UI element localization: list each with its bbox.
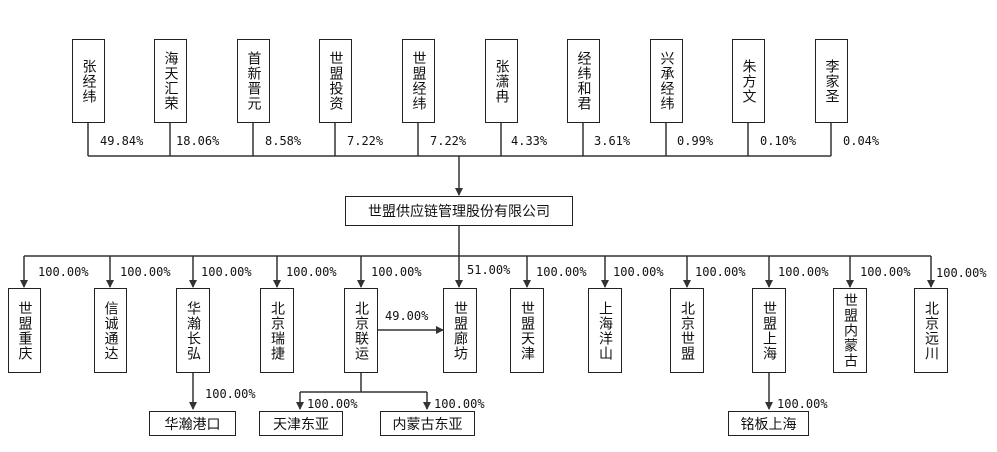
level3-share: 100.00% (777, 397, 828, 411)
shareholder-box: 朱方文 (732, 39, 765, 123)
shareholder-share: 0.10% (760, 134, 797, 148)
shareholder-box: 张经纬 (72, 39, 105, 123)
level3-share: 100.00% (307, 397, 358, 411)
subsidiary-share: 100.00% (695, 265, 746, 279)
level3-box: 天津东亚 (259, 411, 343, 436)
subsidiary-box: 世盟天津 (510, 288, 544, 373)
shareholder-box: 海天汇荣 (154, 39, 187, 123)
shareholder-share: 49.84% (100, 134, 144, 148)
subsidiary-box: 上海洋山 (588, 288, 622, 373)
level3-box: 铭板上海 (728, 411, 809, 436)
shareholder-box: 世盟经纬 (402, 39, 435, 123)
shareholder-box: 张潇冉 (485, 39, 518, 123)
subsidiary-share: 100.00% (860, 265, 911, 279)
shareholder-box: 兴承经纬 (650, 39, 683, 123)
subsidiary-share: 100.00% (778, 265, 829, 279)
shareholder-box: 经纬和君 (567, 39, 600, 123)
subsidiary-box: 北京世盟 (670, 288, 704, 373)
subsidiary-share: 100.00% (286, 265, 337, 279)
subsidiary-box: 华瀚长弘 (176, 288, 210, 373)
shareholder-share: 8.58% (265, 134, 302, 148)
company-box: 世盟供应链管理股份有限公司 (345, 196, 573, 226)
subsidiary-share: 51.00% (467, 263, 511, 277)
subsidiary-box: 世盟上海 (752, 288, 786, 373)
shareholder-share: 18.06% (176, 134, 220, 148)
shareholder-share: 4.33% (511, 134, 548, 148)
subsidiary-share: 100.00% (613, 265, 664, 279)
shareholder-share: 0.99% (677, 134, 714, 148)
subsidiary-share: 100.00% (120, 265, 171, 279)
subsidiary-share: 100.00% (371, 265, 422, 279)
subsidiary-box: 世盟内蒙古 (833, 288, 867, 373)
subsidiary-box: 世盟廊坊 (443, 288, 477, 373)
shareholder-box: 李家圣 (815, 39, 848, 123)
subsidiary-box: 信诚通达 (94, 288, 127, 373)
subsidiary-box: 北京联运 (344, 288, 378, 373)
subsidiary-box: 世盟重庆 (8, 288, 41, 373)
subsidiary-share: 100.00% (201, 265, 252, 279)
shareholder-share: 3.61% (594, 134, 631, 148)
shareholder-share: 7.22% (430, 134, 467, 148)
shareholder-box: 世盟投资 (319, 39, 352, 123)
level3-share: 100.00% (434, 397, 485, 411)
subsidiary-box: 北京瑞捷 (260, 288, 294, 373)
subsidiary-box: 北京远川 (914, 288, 948, 373)
shareholder-share: 0.04% (843, 134, 880, 148)
level3-box: 华瀚港口 (149, 411, 236, 436)
cross-holding-share: 49.00% (385, 309, 429, 323)
subsidiary-share: 100.00% (38, 265, 89, 279)
shareholder-box: 首新晋元 (237, 39, 270, 123)
subsidiary-share: 100.00% (936, 266, 987, 280)
shareholder-share: 7.22% (347, 134, 384, 148)
level3-box: 内蒙古东亚 (380, 411, 475, 436)
subsidiary-share: 100.00% (536, 265, 587, 279)
level3-share: 100.00% (205, 387, 256, 401)
